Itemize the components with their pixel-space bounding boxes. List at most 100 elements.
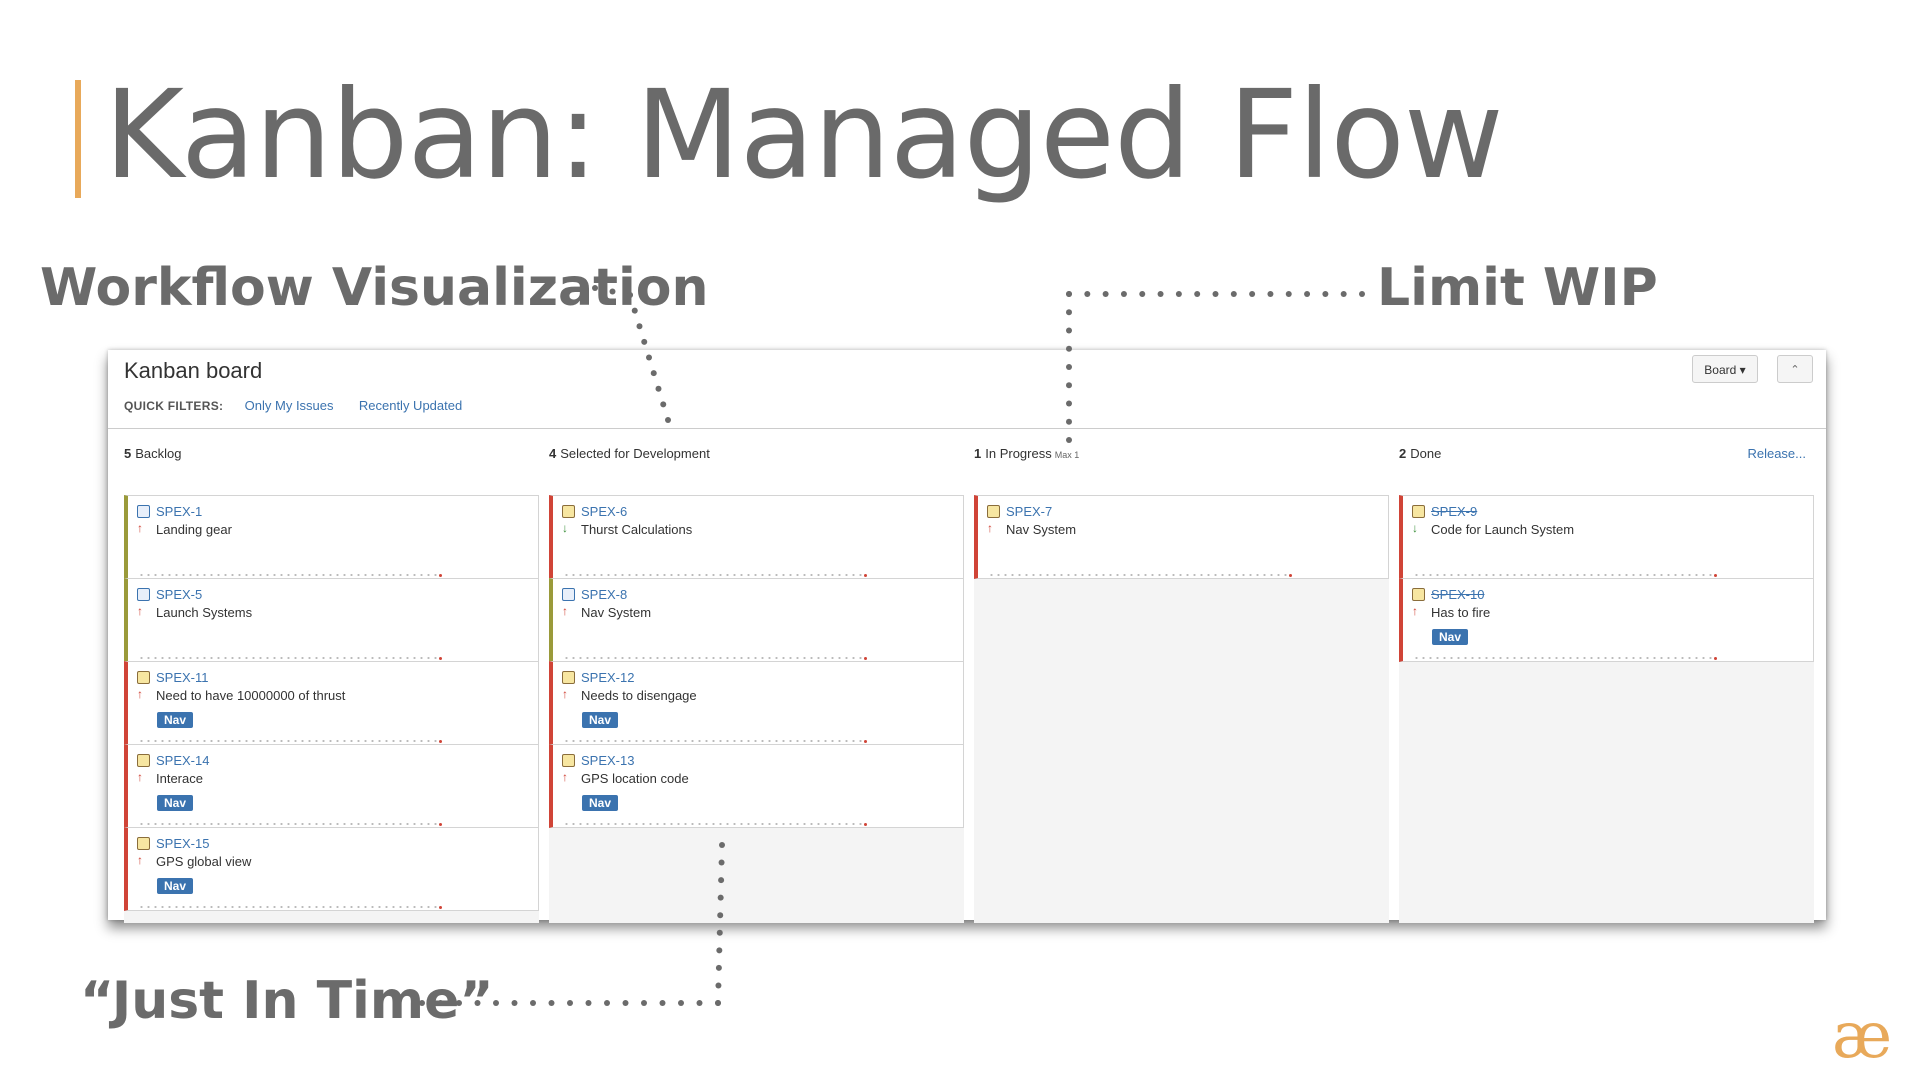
priority-high-icon: ↑	[1412, 604, 1418, 618]
connector-dot	[585, 1000, 592, 1006]
column-name: Selected for Development	[560, 446, 710, 461]
wip-limit: Max 1	[1054, 450, 1080, 460]
connector-dot	[1102, 291, 1109, 297]
connector-dot	[1249, 291, 1256, 297]
column-name: Done	[1410, 446, 1442, 461]
connector-dot	[1230, 291, 1237, 297]
improvement-type-icon	[137, 671, 150, 684]
issue-key[interactable]: SPEX-5	[156, 587, 203, 602]
issue-summary: Launch Systems	[156, 605, 253, 620]
connector-dot	[604, 1000, 610, 1006]
priority-low-icon: ↓	[1412, 521, 1418, 535]
issue-summary: Interace	[156, 771, 203, 786]
quick-filters-label: QUICK FILTERS:	[124, 399, 224, 413]
issue-key[interactable]: SPEX-11	[156, 670, 209, 685]
card-progress-dots	[138, 740, 442, 743]
issue-key[interactable]: SPEX-10	[1431, 587, 1485, 602]
card-progress-dots	[1413, 657, 1717, 660]
issue-summary: Nav System	[1006, 522, 1077, 537]
story-type-icon	[137, 505, 150, 518]
board-title: Kanban board	[124, 358, 263, 383]
callout-just-in-time: “Just In Time”	[80, 971, 494, 1031]
collapse-button[interactable]: ⌃	[1777, 355, 1813, 383]
issue-key[interactable]: SPEX-13	[581, 753, 635, 768]
issue-summary: Nav System	[581, 605, 652, 620]
card-progress-dots	[988, 574, 1292, 577]
callout-limit-wip: Limit WIP	[1377, 258, 1658, 318]
connector-dot	[1084, 291, 1091, 297]
issue-key[interactable]: SPEX-12	[581, 670, 635, 685]
issue-key[interactable]: SPEX-9	[1431, 504, 1478, 519]
issue-key[interactable]: SPEX-15	[156, 836, 210, 851]
story-type-icon	[562, 588, 575, 601]
connector-dot	[1066, 327, 1072, 334]
card-progress-dots	[563, 823, 867, 826]
filter-recently-updated[interactable]: Recently Updated	[358, 398, 463, 413]
improvement-type-icon	[1412, 505, 1425, 518]
connector-dot	[622, 1000, 629, 1006]
filter-only-my-issues[interactable]: Only My Issues	[244, 398, 334, 413]
board-view-dropdown[interactable]: Board ▾	[1692, 355, 1758, 383]
issue-label: Nav	[157, 712, 194, 728]
title-accent-bar	[75, 80, 81, 198]
issue-summary: GPS location code	[581, 771, 689, 786]
caret-down-icon: ▾	[1739, 363, 1746, 377]
issue-key[interactable]: SPEX-1	[156, 504, 203, 519]
improvement-type-icon	[137, 754, 150, 767]
ae-ligature-logo: æ	[1832, 1003, 1892, 1065]
card-progress-dots	[563, 657, 867, 660]
improvement-type-icon	[1412, 588, 1425, 601]
connector-dot	[1139, 291, 1146, 297]
column-count: 4	[549, 446, 557, 461]
connector-dot	[716, 947, 723, 954]
connector-dot	[641, 338, 648, 345]
column-count: 1	[974, 446, 982, 461]
connector-dot	[1194, 291, 1201, 297]
connector-dot	[659, 1000, 666, 1006]
connector-dot	[1322, 291, 1329, 297]
connector-dot	[530, 1000, 536, 1006]
issue-summary: Has to fire	[1431, 605, 1491, 620]
issue-summary: Need to have 10000000 of thrust	[156, 688, 346, 703]
issue-key[interactable]: SPEX-8	[581, 587, 628, 602]
column-count: 2	[1399, 446, 1407, 461]
card-progress-dots	[138, 574, 442, 577]
issue-key[interactable]: SPEX-6	[581, 504, 628, 519]
release-link[interactable]: Release...	[1747, 446, 1806, 461]
card-progress-dots	[563, 740, 867, 743]
quick-filters: QUICK FILTERS: Only My Issues Recently U…	[124, 398, 484, 413]
column-name: Backlog	[135, 446, 182, 461]
issue-key[interactable]: SPEX-14	[156, 753, 210, 768]
card-progress-dots	[138, 657, 442, 660]
connector-dot	[1267, 291, 1274, 297]
priority-high-icon: ↑	[137, 687, 143, 701]
connector-dot	[715, 982, 722, 989]
issue-summary: Code for Launch System	[1431, 522, 1575, 537]
connector-dot	[1359, 291, 1365, 297]
priority-high-icon: ↑	[137, 853, 143, 867]
priority-high-icon: ↑	[987, 521, 993, 535]
issue-key[interactable]: SPEX-7	[1006, 504, 1053, 519]
kanban-board-panel: Kanban board QUICK FILTERS: Only My Issu…	[108, 350, 1826, 923]
connector-dot	[1066, 291, 1072, 297]
issue-summary: Landing gear	[156, 522, 232, 537]
priority-low-icon: ↓	[562, 521, 568, 535]
priority-high-icon: ↑	[137, 604, 143, 618]
